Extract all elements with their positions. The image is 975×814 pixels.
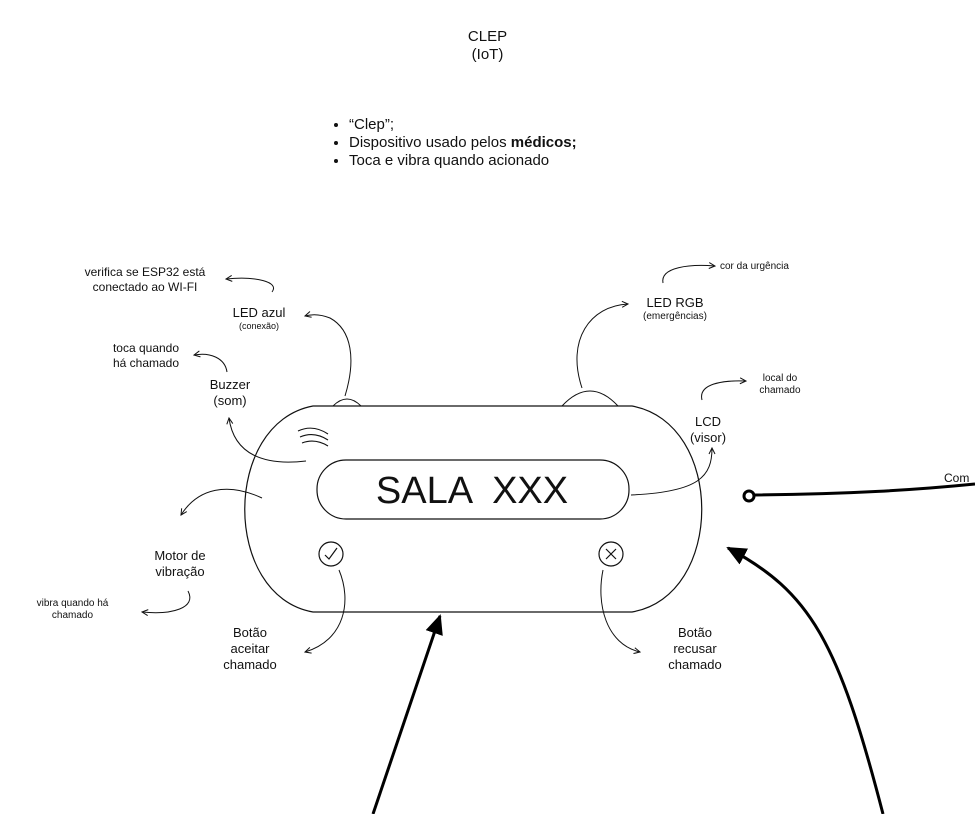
led-rgb-label: LED RGB (emergências) xyxy=(643,295,707,322)
edge-label: Com xyxy=(944,471,970,485)
title-line-1: CLEP xyxy=(467,28,508,45)
arrow-lcd xyxy=(630,448,712,496)
arrow-motor xyxy=(181,488,263,515)
diagram-title: CLEP (IoT) xyxy=(0,28,975,64)
lcd-label: LCD (visor) xyxy=(689,414,727,445)
bullet-item: Dispositivo usado pelos médicos; xyxy=(349,134,577,152)
annotation-arrows xyxy=(142,265,746,652)
buzzer-label: Buzzer (som) xyxy=(209,377,251,408)
motor-label: Motor de vibração xyxy=(154,548,206,579)
screen-text: SALA XXX xyxy=(376,470,568,512)
arrow-buzzer xyxy=(229,418,307,463)
description-list: “Clep”; Dispositivo usado pelos médicos;… xyxy=(333,116,577,170)
arrow-urgency xyxy=(662,265,715,284)
wifi-note: verifica se ESP32 está conectado ao WI-F… xyxy=(84,265,206,294)
arrow-motor-note xyxy=(142,590,191,613)
arrow-bottom-left xyxy=(371,614,443,814)
arrow-led-blue xyxy=(305,315,352,397)
arrow-reject xyxy=(600,569,640,652)
arrow-wifi-note xyxy=(226,278,275,293)
line-right-edge xyxy=(753,482,975,497)
led-rgb-bump xyxy=(561,390,619,407)
arrow-led-rgb xyxy=(576,304,628,389)
connector-lines xyxy=(371,482,975,814)
arrow-location xyxy=(701,381,746,401)
reject-button-label: Botão recusar chamado xyxy=(668,625,722,672)
arrow-buzzer-note xyxy=(194,354,228,373)
lcd-screen xyxy=(316,459,630,520)
location-note: local do chamado xyxy=(759,373,801,396)
motor-note: vibra quando há chamado xyxy=(36,598,109,621)
sound-waves-icon xyxy=(297,427,329,447)
led-blue-label: LED azul (conexão) xyxy=(232,305,286,331)
led-blue-bump xyxy=(332,398,362,407)
x-circle-icon[interactable] xyxy=(598,541,624,567)
arrow-bottom-right xyxy=(726,546,885,814)
accept-button-label: Botão aceitar chamado xyxy=(223,625,277,672)
connector-dot xyxy=(742,489,756,503)
bullet-item: Toca e vibra quando acionado xyxy=(349,152,577,170)
buzzer-note: toca quando há chamado xyxy=(112,341,180,370)
check-circle-icon[interactable] xyxy=(318,541,344,567)
bullet-item: “Clep”; xyxy=(349,116,577,134)
title-line-2: (IoT) xyxy=(471,46,504,63)
arrow-accept xyxy=(305,569,346,652)
urgency-note: cor da urgência xyxy=(720,261,789,272)
